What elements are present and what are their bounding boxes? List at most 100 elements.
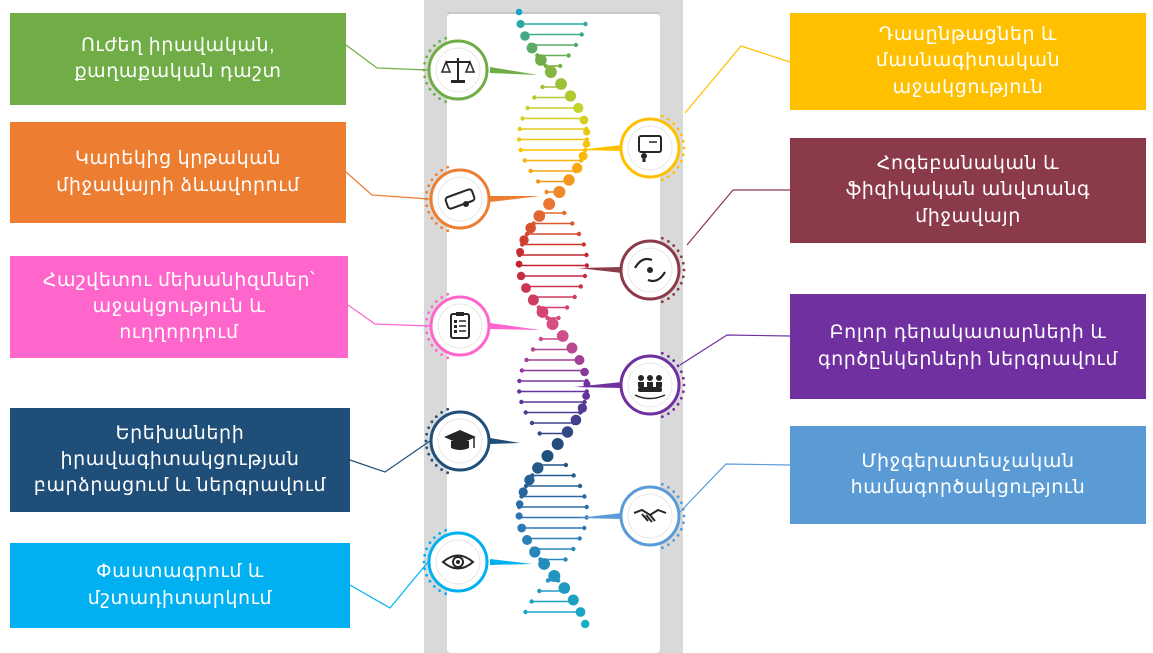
box-label: Հաշվետու մեխանիզմներ՝ աջակցություն և ուղ… xyxy=(42,269,316,344)
ring-dot xyxy=(434,173,438,177)
ring-dot xyxy=(424,324,428,328)
ring-dot xyxy=(676,249,680,253)
ring-dot xyxy=(444,36,448,40)
helix-dot xyxy=(544,189,549,195)
scales-pans xyxy=(440,59,476,73)
ring-dot xyxy=(425,547,429,551)
ring-dot xyxy=(672,170,676,174)
ring-dot xyxy=(660,114,664,118)
ring-dot xyxy=(446,229,450,233)
upper-hand xyxy=(634,257,653,269)
protecting-hands-icon xyxy=(634,257,666,283)
person-body xyxy=(656,382,662,387)
helix-dot xyxy=(556,315,561,321)
ring-dot xyxy=(679,255,683,259)
box-interagency-cooperation: Միջգերատեսչական համագործակցություն xyxy=(790,426,1146,524)
ring-dot xyxy=(423,75,427,79)
scales-icon-circle xyxy=(422,36,489,104)
helix-dot xyxy=(571,473,576,478)
ring-dot xyxy=(425,204,429,208)
cap-crown xyxy=(451,441,469,450)
helix-dot xyxy=(545,578,551,583)
ring-dot xyxy=(676,287,680,291)
ring-dot xyxy=(427,184,431,188)
box-label: Ուժեղ իրավական, քաղաքական դաշտ xyxy=(74,34,282,82)
eye-pupil xyxy=(456,560,460,564)
handshake-icon xyxy=(633,508,667,523)
ring-dot xyxy=(424,197,428,201)
connector-fan-5 xyxy=(578,145,622,151)
helix-dot xyxy=(583,21,588,27)
helix-bead xyxy=(522,535,533,545)
ring-dot xyxy=(682,146,686,150)
helix-dot xyxy=(535,179,541,184)
handshake-icon-circle xyxy=(619,482,686,550)
presenter-head xyxy=(641,153,647,159)
helix-bead xyxy=(515,500,524,508)
ring-dot xyxy=(676,165,680,169)
meeting-table xyxy=(638,387,662,392)
ring-dot xyxy=(432,44,436,48)
ring-dot xyxy=(446,356,450,360)
person-head xyxy=(656,375,662,381)
box-trainings-professional-support: Դասընթացներ և մասնագիտական աջակցություն xyxy=(790,13,1146,110)
helix-dot xyxy=(573,42,579,48)
ring-dot xyxy=(682,514,686,518)
ring-dot xyxy=(440,168,444,172)
ring-dot xyxy=(660,178,664,182)
box-label: Միջգերատեսչական համագործակցություն xyxy=(850,450,1086,498)
helix-bead xyxy=(578,151,588,161)
ring-dot xyxy=(422,68,426,72)
protecting-hands-icon-circle xyxy=(619,236,686,304)
ring-dot xyxy=(438,589,442,593)
helix-dot xyxy=(520,116,525,121)
dna-helix xyxy=(515,8,591,629)
helix-dot xyxy=(517,378,522,384)
helix-bead xyxy=(532,462,544,474)
helix-dot xyxy=(522,158,527,163)
helix-bead xyxy=(574,355,585,365)
check-box xyxy=(454,320,457,323)
helix-bead xyxy=(566,342,578,354)
helix-dot xyxy=(576,231,582,237)
helix-dot xyxy=(584,504,589,510)
helix-bead xyxy=(583,128,591,136)
ring-dot xyxy=(681,275,685,279)
scales-icon xyxy=(440,58,476,83)
connector-fan-3 xyxy=(490,438,520,444)
ring-dot xyxy=(660,415,664,419)
checklist-icon-circle xyxy=(424,292,491,360)
ring-dot xyxy=(425,432,429,436)
helix-dot xyxy=(577,536,582,541)
eye-outline xyxy=(441,554,475,570)
ring-dot xyxy=(660,546,664,550)
ring-dot xyxy=(424,439,428,443)
ring-dot xyxy=(423,567,427,571)
box-label: Բոլոր դերակատարների և գործընկերների ներգ… xyxy=(817,322,1119,370)
helix-dot xyxy=(581,242,586,247)
ring-dot xyxy=(444,528,448,532)
ring-dot xyxy=(438,39,442,43)
ring-dot xyxy=(427,210,431,214)
ring-dot xyxy=(427,311,431,315)
helix-dot xyxy=(530,347,536,352)
box-documentation-monitoring: Փաստագրում և մշտադիտարկում xyxy=(10,543,350,628)
helix-dot xyxy=(537,431,542,436)
ring-dot xyxy=(672,538,676,542)
helix-bead xyxy=(526,42,538,54)
ring-dot xyxy=(660,236,664,240)
ring-dot xyxy=(672,122,676,126)
ring-dot xyxy=(679,501,683,505)
lower-hand xyxy=(647,271,666,283)
box-label: Փաստագրում և մշտադիտարկում xyxy=(87,561,273,609)
helix-dot xyxy=(571,546,576,552)
helix-bead xyxy=(541,450,554,462)
helix-bead xyxy=(582,140,591,148)
ring-dot xyxy=(676,533,680,537)
helix-bead xyxy=(558,582,571,594)
helix-bead xyxy=(516,19,525,29)
box-label: Երեխաների իրավագիտակցության բարձրացում և… xyxy=(33,422,327,497)
ring-dot xyxy=(434,415,438,419)
ring-dot xyxy=(679,370,683,374)
